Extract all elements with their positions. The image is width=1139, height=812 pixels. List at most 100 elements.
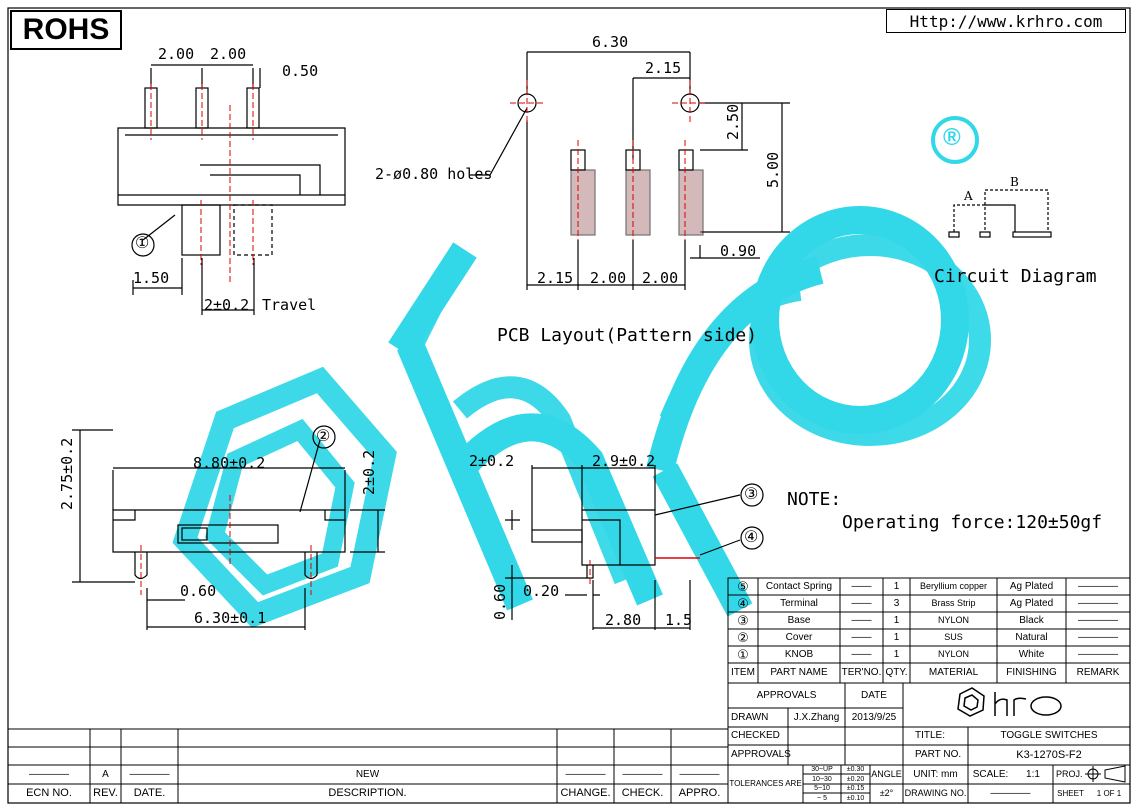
tol-value: ±0.15 <box>846 785 865 792</box>
bom-finishing: Ag Plated <box>1009 597 1054 609</box>
bom-ter: —— <box>851 580 872 592</box>
bom-material: NYLON <box>937 649 969 659</box>
dim-bottom-2: 2.00 <box>590 269 627 287</box>
bom-finishing: Ag Plated <box>1009 580 1054 592</box>
dim-side-2-80: 2.80 <box>605 611 642 629</box>
dim-travel-value: 2±0.2 <box>204 296 250 314</box>
dim-5-00: 5.00 <box>764 151 782 188</box>
front-view <box>72 425 385 630</box>
rev-value: A <box>102 768 109 780</box>
tol-value: ±0.20 <box>846 775 865 783</box>
ecn-blank: ———— <box>29 768 69 780</box>
dim-2-15-top: 2.15 <box>645 59 682 77</box>
bom-header-ter: TER'NO. <box>841 667 882 678</box>
tol-range: 10~30 <box>812 775 832 783</box>
bom-ter: —— <box>851 597 872 609</box>
bom-header-material: MATERIAL <box>928 667 979 678</box>
bom-header-qty: QTY. <box>885 667 908 678</box>
bom-material: Brass Strip <box>931 598 976 608</box>
bom-ter: —— <box>851 648 872 660</box>
bom-header-finishing: FINISHING <box>1006 667 1057 678</box>
circuit-label-b: B <box>1010 175 1019 189</box>
dim-side-1-5: 1.5 <box>665 611 693 629</box>
pcb-pads <box>570 149 704 236</box>
note-heading: NOTE: <box>787 489 842 510</box>
date-blank: ———— <box>129 768 170 780</box>
bom-qty: 3 <box>893 597 900 609</box>
drawn-label: DRAWN <box>731 711 769 723</box>
callout-2: ② <box>316 426 331 445</box>
drawing-no-value: ———— <box>990 787 1031 799</box>
bom-part: Cover <box>785 631 813 643</box>
unit-label: UNIT: mm <box>913 768 958 780</box>
rohs-label: ROHS <box>10 10 122 50</box>
title-value: TOGGLE SWITCHES <box>1000 730 1098 741</box>
bom-part: Contact Spring <box>765 580 833 592</box>
drawn-date: 2013/9/25 <box>851 711 897 723</box>
dim-0-90: 0.90 <box>720 242 757 260</box>
title-label: TITLE: <box>915 730 946 741</box>
bom-finishing: Natural <box>1015 631 1048 643</box>
header-date: DATE. <box>133 787 166 799</box>
checked-label: CHECKED <box>731 730 780 741</box>
bom-item: ⑤ <box>737 579 749 594</box>
change-blank: ———— <box>565 768 606 780</box>
bom-part: KNOB <box>784 648 814 660</box>
website-url[interactable]: Http://www.krhro.com <box>886 9 1126 33</box>
dim-side-2-9: 2.9±0.2 <box>592 452 656 470</box>
pcb-caption: PCB Layout(Pattern side) <box>497 325 758 346</box>
date-header: DATE <box>861 689 887 701</box>
angle-value: ±2° <box>879 788 894 798</box>
dim-front-height: 2.75±0.2 <box>58 437 76 510</box>
callout-3: ③ <box>744 484 759 503</box>
dim-offset: 1.50 <box>133 269 170 287</box>
header-rev: REV. <box>93 787 118 799</box>
proj-label: PROJ. <box>1056 769 1083 779</box>
tol-range: ~ 5 <box>817 794 827 802</box>
dim-total-width: 6.30 <box>592 33 629 51</box>
tol-value: ±0.30 <box>846 766 865 773</box>
dim-side-2: 2±0.2 <box>469 452 515 470</box>
hro-logo-title <box>957 687 1062 717</box>
dim-front-base: 6.30±0.1 <box>194 609 267 627</box>
circuit-caption: Circuit Diagram <box>934 266 1097 287</box>
revision-block-lines <box>7 728 729 804</box>
bom-item: ④ <box>737 596 749 611</box>
bom-finishing: Black <box>1019 614 1044 626</box>
bom-header-item: ITEM <box>731 667 755 678</box>
dim-pitch-1: 2.00 <box>158 45 195 63</box>
bom-part: Terminal <box>780 597 818 609</box>
drawing-no-label: DRAWING NO. <box>904 788 967 798</box>
angle-label: ANGLE <box>871 769 902 779</box>
header-appro: APPRO. <box>678 787 721 799</box>
note-text: Operating force:120±50gf <box>842 512 1103 533</box>
registered-mark <box>931 116 979 164</box>
dim-travel-label: Travel <box>262 296 317 314</box>
hole-note: 2-ø0.80 holes <box>375 165 493 183</box>
circuit-label-a: A <box>964 189 973 203</box>
callout-1: ① <box>135 233 150 252</box>
callout-4: ④ <box>744 527 759 546</box>
check-blank: ———— <box>622 768 663 780</box>
dim-front-right-height: 2±0.2 <box>360 449 378 495</box>
bom-finishing: White <box>1018 648 1045 660</box>
bom-item: ② <box>737 630 749 645</box>
dim-pitch-2: 2.00 <box>210 45 247 63</box>
bom-material: SUS <box>944 632 963 642</box>
dim-2-50: 2.50 <box>724 103 742 140</box>
header-description: DESCRIPTION. <box>328 787 407 799</box>
bom-remark: ———— <box>1078 614 1118 626</box>
bom-qty: 1 <box>893 648 900 660</box>
approvals-header: APPROVALS <box>756 689 817 701</box>
description-value: NEW <box>355 768 380 780</box>
bom-remark: ———— <box>1078 597 1118 609</box>
bom-part: Base <box>787 614 811 626</box>
tol-range: 5~10 <box>814 785 830 792</box>
bom-header-remark: REMARK <box>1076 667 1120 678</box>
registered-mark-glyph: ® <box>943 124 961 151</box>
scale-label: SCALE: <box>972 768 1009 780</box>
dim-bottom-3: 2.00 <box>642 269 679 287</box>
dim-front-width: 8.80±0.2 <box>193 454 266 472</box>
circuit-diagram <box>948 189 1052 238</box>
